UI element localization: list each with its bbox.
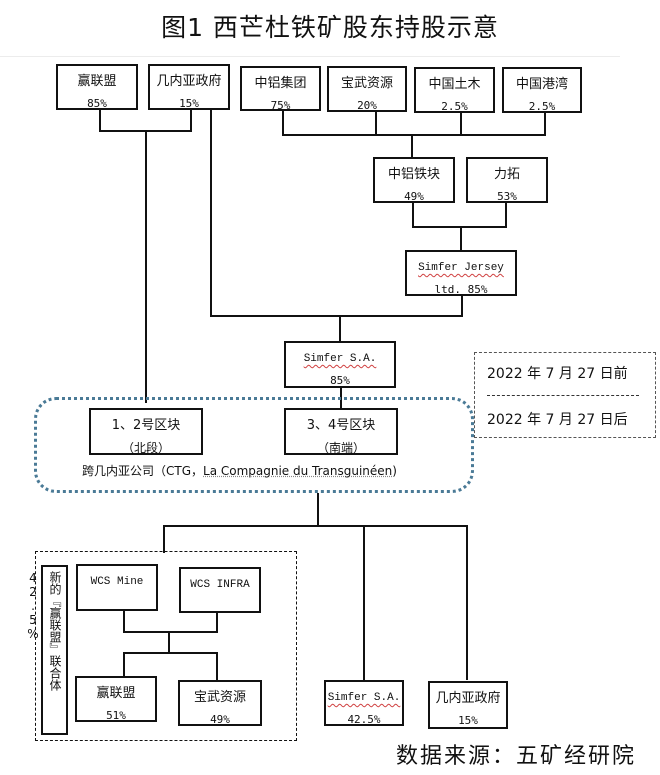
shareholder-box: 中国港湾 2.5%: [502, 67, 582, 113]
ctg-label-prefix: 跨几内亚公司（CTG，: [82, 464, 204, 478]
connector: [318, 525, 468, 680]
shareholder-box: 几内亚政府 15%: [148, 64, 230, 110]
middle-holder-box: 力拓 53%: [466, 157, 548, 203]
diagram-title: 图1 西芒杜铁矿股东持股示意: [161, 13, 499, 42]
ctg-label: 跨几内亚公司（CTG，La Compagnie du Transguinéen): [82, 462, 397, 479]
owner-pct: 49%: [210, 713, 230, 726]
ctg-label-suffix: ): [392, 464, 397, 478]
holder-name: Simfer S.A.: [327, 692, 401, 704]
shareholder-box: 中国土木 2.5%: [414, 67, 495, 113]
simfer-sa-name: Simfer S.A.: [303, 353, 377, 365]
shareholder-pct: 2.5%: [528, 100, 556, 113]
owner-name: 宝武资源: [193, 690, 246, 705]
date-legend: 2022 年 7 月 27 日前 2022 年 7 月 27 日后: [474, 352, 656, 438]
entity-name: WCS INFRA: [190, 579, 250, 591]
shareholder-name: 宝武资源: [340, 76, 393, 91]
legend-before: 2022 年 7 月 27 日前: [487, 366, 628, 382]
wcs-mine-box: WCS Mine: [76, 564, 158, 611]
connector: [163, 493, 319, 553]
new-consortium-label: 新的『赢联盟』联合体 42.5%: [26, 565, 68, 735]
shareholder-pct: 75%: [270, 99, 291, 112]
connector: [169, 652, 218, 680]
ctg-label-name: La Compagnie du Transguinéen: [203, 464, 393, 478]
shareholder-box: 赢联盟 85%: [56, 64, 138, 110]
middle-holder-box: 中铝铁块 49%: [373, 157, 455, 203]
connector: [412, 202, 507, 228]
after-holder-box: Simfer S.A. 42.5%: [324, 680, 404, 726]
owner-name: 赢联盟: [96, 686, 136, 701]
connector: [123, 610, 218, 633]
shareholder-name: 中铝集团: [254, 76, 307, 91]
legend-divider: [487, 395, 639, 396]
holder-pct: 42.5%: [347, 713, 381, 726]
simfer-jersey-name: Simfer Jersey: [418, 262, 504, 274]
connector: [212, 295, 463, 317]
legend-after: 2022 年 7 月 27 日后: [487, 412, 628, 428]
holder-pct: 49%: [404, 190, 424, 203]
connector: [282, 110, 546, 136]
block-box-north: 1、2号区块 （北段）: [89, 408, 203, 455]
owner-box: 宝武资源 49%: [178, 680, 262, 726]
shareholder-pct: 20%: [357, 99, 377, 112]
block-name: 1、2号区块: [111, 418, 181, 433]
wcs-infra-box: WCS INFRA: [179, 567, 261, 613]
holder-pct: 53%: [497, 190, 517, 203]
after-holder-box: 几内亚政府 15%: [428, 681, 508, 729]
connector: [210, 109, 340, 317]
block-box-south: 3、4号区块 （南端）: [284, 408, 398, 455]
owner-pct: 51%: [106, 709, 126, 722]
shareholder-pct: 15%: [179, 97, 199, 110]
shareholder-name: 中国土木: [428, 77, 481, 92]
data-source: 数据来源：五矿经研院: [396, 744, 637, 769]
new-consortium-container: [35, 551, 297, 741]
shareholder-name: 赢联盟: [77, 74, 117, 89]
shareholder-pct: 2.5%: [441, 100, 468, 113]
ctg-container: [34, 397, 474, 493]
owner-box: 赢联盟 51%: [75, 676, 157, 722]
holder-name: 中铝铁块: [387, 167, 440, 182]
shareholder-box: 宝武资源 20%: [327, 66, 407, 112]
block-sub: （北段）: [121, 441, 170, 455]
block-name: 3、4号区块: [306, 418, 376, 433]
connector: [123, 632, 170, 676]
holder-name: 力拓: [493, 167, 520, 182]
simfer-jersey-box: Simfer Jersey ltd. 85%: [405, 250, 517, 296]
holder-pct: 15%: [458, 714, 478, 727]
simfer-jersey-pct: ltd. 85%: [434, 283, 488, 296]
shareholder-box: 中铝集团 75%: [240, 66, 321, 112]
simfer-sa-pct: 85%: [330, 374, 350, 387]
shareholder-name: 中国港湾: [515, 77, 568, 92]
shareholder-pct: 85%: [87, 97, 107, 110]
shareholder-name: 几内亚政府: [156, 74, 222, 89]
simfer-sa-box: Simfer S.A. 85%: [284, 341, 396, 388]
block-sub: （南端）: [316, 441, 365, 455]
entity-name: WCS Mine: [90, 576, 144, 588]
divider: [0, 56, 620, 57]
holder-name: 几内亚政府: [435, 691, 501, 706]
